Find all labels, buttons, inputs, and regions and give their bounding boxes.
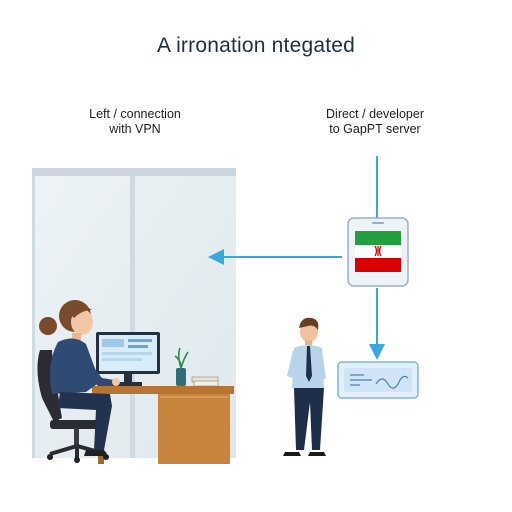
person-at-computer-icon	[39, 300, 120, 456]
standing-man-icon	[283, 317, 326, 456]
tablet-flag-icon	[347, 217, 409, 287]
left-label: Left / connection with VPN	[60, 107, 210, 137]
right-label-line1: Direct / developer	[326, 107, 424, 121]
monitor-icon	[96, 332, 160, 386]
server-card-icon	[337, 361, 419, 399]
right-label-line2: to GapPT server	[329, 122, 421, 136]
diagram-title: A irronation ntegated	[156, 34, 355, 57]
books-icon	[191, 376, 219, 387]
right-label: Direct / developer to GapPT server	[300, 107, 450, 137]
plant-icon	[174, 347, 189, 386]
left-label-line2: with VPN	[109, 122, 161, 136]
left-label-line1: Left / connection	[89, 107, 181, 121]
